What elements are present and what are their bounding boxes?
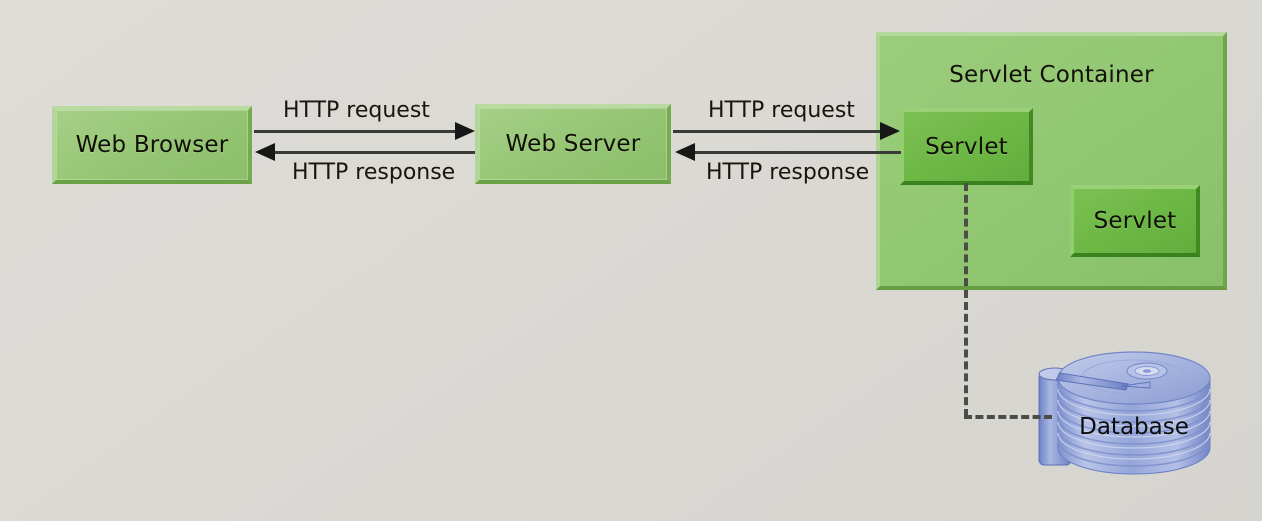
servlet-1-label: Servlet [925,133,1008,160]
database-icon [1038,351,1211,475]
flow-label-browser-request: HTTP request [283,98,430,123]
arrow-line-server-to-browser [275,151,475,154]
web-browser-label: Web Browser [75,132,229,158]
web-server-label: Web Server [505,131,641,157]
database-platter-ridges [1057,384,1211,467]
flow-label-servlet-response: HTTP response [706,160,870,185]
node-database[interactable]: Database [1034,340,1234,488]
node-servlet-2[interactable]: Servlet [1070,185,1200,257]
web-browser-box-face [52,106,252,184]
arrow-head-servlet-to-server [675,143,695,161]
servlet-container-label: Servlet Container [949,62,1154,88]
node-servlet-1[interactable]: Servlet [900,108,1033,185]
dashed-connector-horizontal [964,415,1052,419]
servlet-1-box-face [900,108,1033,185]
dashed-connector-vertical [964,183,968,417]
arrow-line-browser-to-server [254,130,458,133]
servlet-2-label: Servlet [1093,208,1177,234]
flow-label-browser-response: HTTP response [292,160,456,185]
arrow-line-server-to-servlet [673,130,881,133]
servlet-2-box-face [1070,185,1200,257]
node-web-server[interactable]: Web Server [475,104,671,184]
database-label: Database [1079,414,1189,440]
flow-label-servlet-request: HTTP request [708,98,855,123]
web-server-box-face [475,104,671,184]
arrow-head-server-to-servlet [880,122,900,140]
arrow-head-server-to-browser [255,143,275,161]
node-web-browser[interactable]: Web Browser [52,106,252,184]
arrow-head-browser-to-server [455,122,475,140]
arrow-line-servlet-to-server [695,151,901,154]
